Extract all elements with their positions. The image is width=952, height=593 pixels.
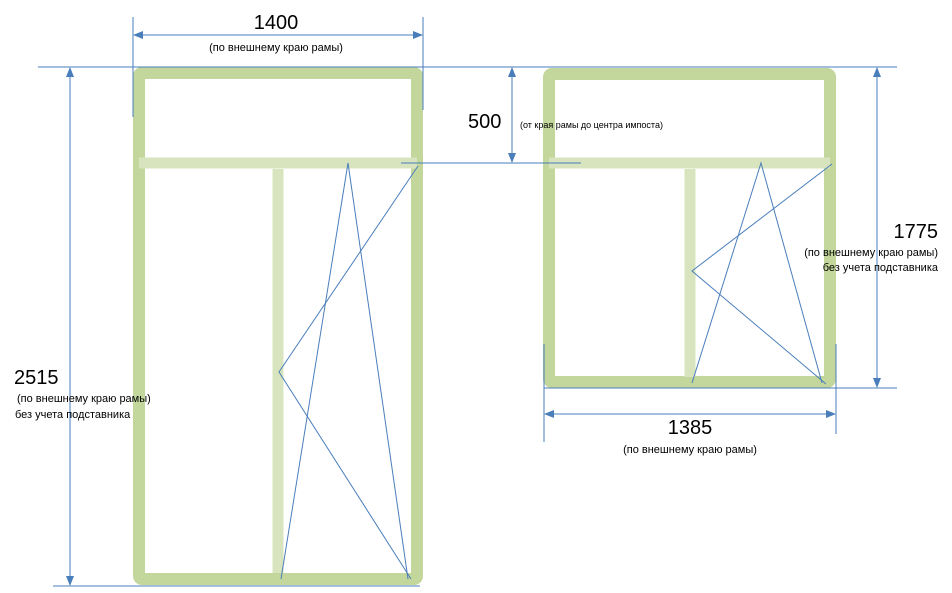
door-height-note-1: (по внешнему краю рамы) (17, 393, 151, 405)
door-width-value: 1400 (254, 12, 299, 34)
transom-value: 500 (468, 111, 501, 133)
door-width-arrow-left (133, 31, 143, 39)
door-sash-tilt-lines (280, 162, 409, 580)
door-outer-frame (133, 67, 423, 585)
window-unit (543, 68, 836, 388)
door-height-value: 2515 (14, 367, 59, 389)
window-height-arrow-bottom (873, 378, 881, 388)
door-height-arrow-top (66, 67, 74, 77)
door-sash-opening-lines (278, 165, 419, 580)
window-outer-frame (543, 68, 836, 388)
labels: 1400 (по внешнему краю рамы) 2515 (по вн… (14, 12, 939, 456)
window-width-arrow-left (544, 410, 554, 418)
window-height-value: 1775 (894, 221, 939, 243)
window-width-note: (по внешнему краю рамы) (623, 444, 757, 456)
window-height-arrow-top (873, 67, 881, 77)
dimension-lines (38, 17, 897, 587)
door-width-note: (по внешнему краю рамы) (209, 42, 343, 54)
window-height-note-2: без учета подставника (823, 262, 939, 274)
door-height-arrow-bottom (66, 576, 74, 586)
window-sash-opening-lines (691, 163, 833, 385)
window-sash-tilt-lines (691, 161, 823, 384)
window-width-value: 1385 (668, 417, 713, 439)
transom-note: (от края рамы до центра импоста) (520, 120, 663, 130)
transom-arrow-top (508, 67, 516, 77)
door-width-arrow-right (413, 31, 423, 39)
door-unit (133, 67, 423, 585)
window-height-note-1: (по внешнему краю рамы) (804, 247, 938, 259)
window-width-arrow-right (826, 410, 836, 418)
door-height-note-2: без учета подставника (15, 409, 131, 421)
transom-arrow-bottom (508, 153, 516, 163)
